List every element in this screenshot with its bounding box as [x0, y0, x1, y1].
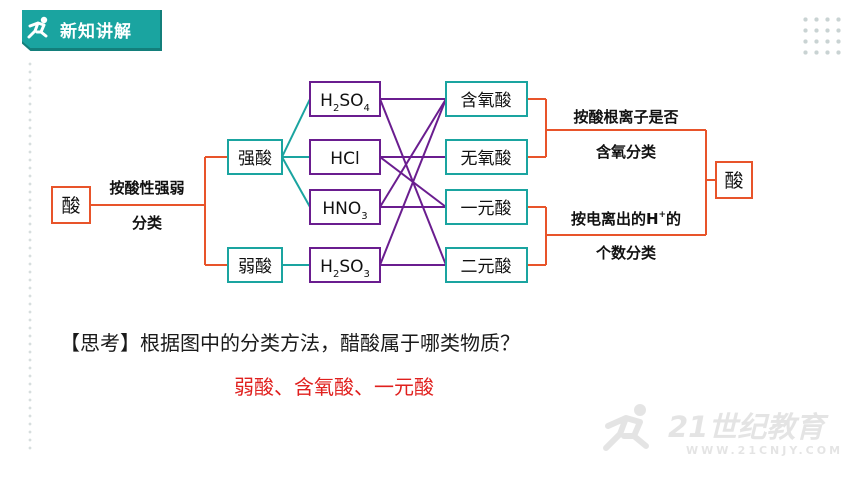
right-lower-line2: 个数分类 [595, 244, 657, 262]
strong-acid-label: 强酸 [238, 149, 272, 169]
left-label-line2: 分类 [132, 214, 163, 232]
diprotic-box [445, 247, 528, 283]
runner-icon [27, 16, 48, 39]
final-acid-box [715, 161, 753, 199]
right-upper-line2: 含氧分类 [596, 143, 657, 161]
boxes [51, 81, 753, 283]
hcl-label: HCl [330, 149, 359, 169]
oxyacid-box [445, 81, 528, 117]
hno3-box [309, 189, 381, 225]
decorative-dotted-line [28, 60, 32, 450]
watermark-brand: 21世纪教育 [668, 410, 825, 444]
watermark: 21世纪教育 WWW.21CNJY.COM [596, 400, 842, 464]
answer-text: 弱酸、含氧酸、一元酸 [234, 375, 434, 399]
oxyacid-label: 含氧酸 [461, 91, 512, 111]
watermark-url: WWW.21CNJY.COM [686, 444, 844, 457]
acid-classification-diagram: 酸 按酸性强弱 分类 强酸 弱酸 H2SO4 HCl HNO3 H2SO3 含氧… [51, 81, 753, 283]
diprotic-label: 二元酸 [461, 257, 512, 277]
final-acid-label: 酸 [724, 170, 743, 192]
labels: 酸 按酸性强弱 分类 强酸 弱酸 H2SO4 HCl HNO3 H2SO3 含氧… [61, 91, 743, 280]
strong-acid-box [227, 139, 283, 175]
non-oxyacid-box [445, 139, 528, 175]
hno3-label: HNO3 [322, 199, 367, 222]
non-oxyacid-label: 无氧酸 [461, 149, 512, 169]
left-bracket [90, 156, 228, 266]
header-title: 新知讲解 [60, 21, 132, 42]
h2so4-box [309, 81, 381, 117]
watermark-runner-icon [603, 404, 649, 451]
h2so3-label: H2SO3 [320, 257, 370, 280]
h2so3-box [309, 247, 381, 283]
right-brackets [527, 98, 716, 266]
left-label-line1: 按酸性强弱 [109, 179, 184, 197]
root-label: 酸 [61, 195, 80, 217]
monoprotic-label: 一元酸 [461, 199, 512, 219]
right-lower-line1: 按电离出的H+的 [571, 210, 681, 228]
root-box [51, 186, 91, 224]
h2so4-label: H2SO4 [320, 91, 370, 114]
strength-connectors [281, 98, 311, 266]
right-upper-line1: 按酸根离子是否 [573, 108, 678, 126]
cross-connectors [379, 98, 447, 266]
header-tag: 新知讲解 [22, 10, 160, 48]
question-text: 【思考】根据图中的分类方法，醋酸属于哪类物质？ [60, 331, 520, 355]
weak-acid-label: 弱酸 [238, 257, 272, 277]
decorative-dot-grid [800, 14, 846, 60]
weak-acid-box [227, 247, 283, 283]
monoprotic-box [445, 189, 528, 225]
hcl-box [309, 139, 381, 175]
